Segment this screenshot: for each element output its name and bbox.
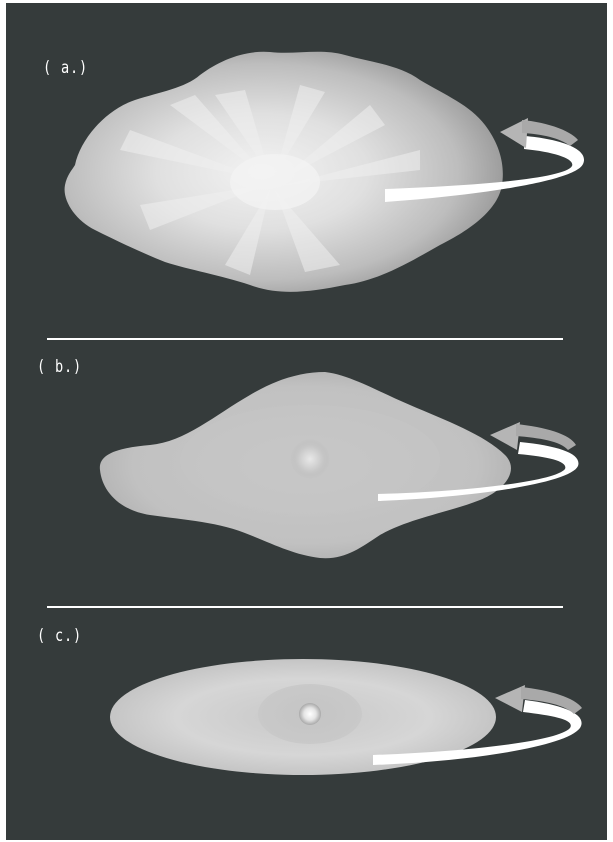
panel-a-cloud [65,52,503,292]
panel-b-label: ( b.) [37,357,82,377]
panel-c-label: ( c.) [37,626,82,646]
panel-a-label: ( a.) [43,58,88,78]
panel-b-cloud [100,372,511,558]
